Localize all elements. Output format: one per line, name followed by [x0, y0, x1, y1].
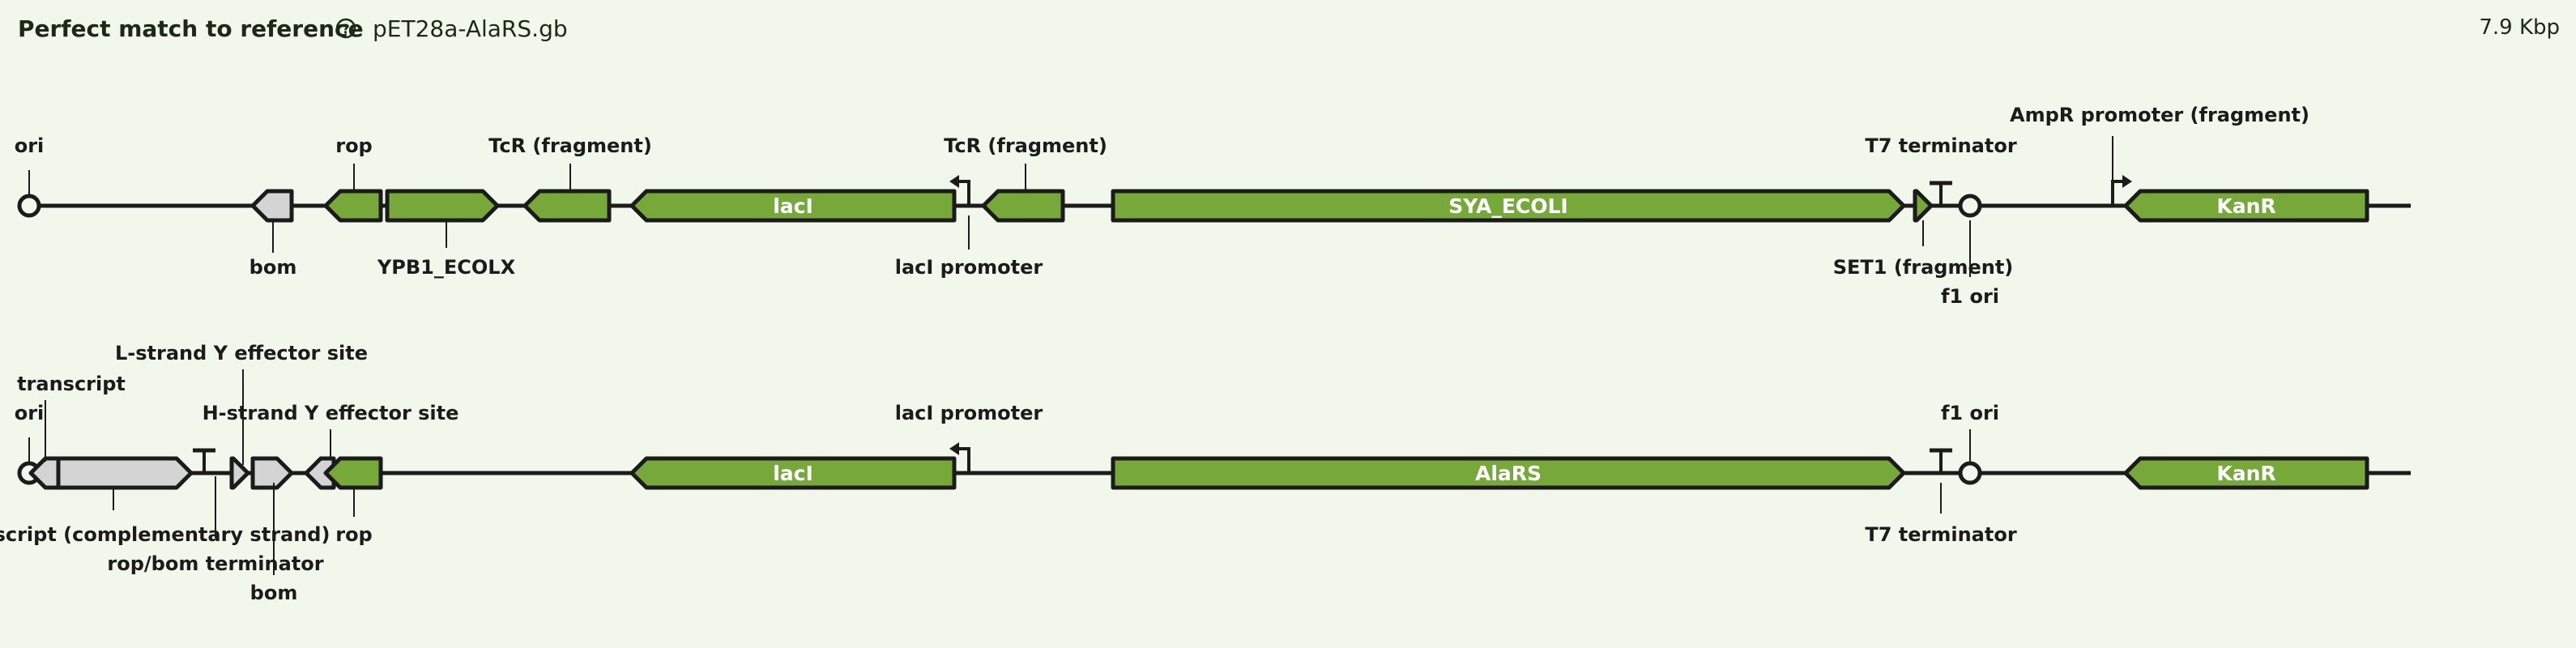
feature-ypb1-ecolx[interactable]: YPB1_ECOLX [377, 189, 516, 279]
feature-name: f1 ori [1941, 285, 1999, 308]
feature-name: YPB1_ECOLX [377, 256, 516, 279]
match-status-title: Perfect match to reference [18, 15, 364, 42]
feature-t7-terminator[interactable]: T7 terminator [1865, 448, 2017, 546]
feature-name: bom [249, 256, 297, 279]
file-name: pET28a-AlaRS.gb [373, 15, 568, 42]
feature-laci[interactable]: lacI [629, 456, 957, 490]
feature-f1-ori[interactable]: f1 ori [1941, 194, 1999, 308]
feature-name: lacI promoter [895, 402, 1043, 424]
feature-rop[interactable]: rop [323, 456, 383, 546]
feature-h-strand-y-effector-site[interactable]: H-strand Y effector site [203, 402, 459, 490]
feature-ori[interactable]: ori [15, 134, 45, 218]
sequence-length: 7.9 Kbp [2479, 15, 2560, 40]
feature-rop[interactable]: rop [323, 134, 383, 223]
feature-kanr[interactable]: KanR [2123, 456, 2369, 490]
feature-transcript[interactable]: transcript [17, 373, 126, 490]
feature-name: f1 ori [1941, 402, 1999, 424]
feature-label: SYA_ECOLI [1448, 194, 1567, 218]
feature-name: AmpR promoter (fragment) [2010, 104, 2309, 126]
feature-name: T7 terminator [1865, 523, 2016, 546]
feature-rop-bom-terminator[interactable]: rop/bom terminator [107, 448, 324, 575]
feature-name: lacI promoter [895, 256, 1043, 279]
feature-label: lacI [773, 194, 813, 218]
feature-name: ori [15, 402, 45, 424]
header-bar: Perfect match to reference ? pET28a-AlaR… [0, 0, 2576, 60]
feature-bom[interactable]: bom [249, 189, 297, 279]
feature-bom[interactable]: bom [250, 456, 298, 604]
feature-script-complementary-strand[interactable]: script (complementary strand) [0, 456, 330, 546]
feature-name: transcript [17, 373, 126, 395]
feature-name: rop [335, 523, 373, 546]
feature-tcr-fragment[interactable]: TcR (fragment) [488, 134, 652, 223]
feature-f1-ori[interactable]: f1 ori [1941, 402, 1999, 485]
feature-name: TcR (fragment) [488, 134, 652, 157]
feature-name: bom [250, 582, 298, 604]
feature-label: lacI [773, 462, 813, 485]
feature-ampr-promoter-fragment[interactable]: AmpR promoter (fragment) [2010, 104, 2309, 206]
feature-name: TcR (fragment) [944, 134, 1107, 157]
feature-name: ori [15, 134, 45, 157]
feature-name: rop/bom terminator [107, 552, 323, 575]
svg-text:?: ? [342, 21, 349, 36]
question-circle-icon[interactable]: ? [335, 18, 356, 39]
feature-label: AlaRS [1475, 462, 1542, 485]
feature-set1-fragment[interactable]: SET1 (fragment) [1833, 189, 2014, 279]
feature-name: SET1 (fragment) [1833, 256, 2014, 279]
feature-t7-terminator[interactable]: T7 terminator [1865, 134, 2017, 206]
feature-laci-promoter[interactable]: lacI promoter [895, 175, 1043, 279]
feature-name: L-strand Y effector site [115, 342, 368, 364]
feature-label: KanR [2216, 462, 2275, 485]
feature-alars[interactable]: AlaRS [1111, 456, 1906, 490]
feature-name: T7 terminator [1865, 134, 2016, 157]
feature-l-strand-y-effector-site[interactable]: L-strand Y effector site [115, 342, 368, 490]
feature-name: rop [335, 134, 373, 157]
feature-laci-promoter[interactable]: lacI promoter [895, 402, 1043, 473]
feature-tcr-fragment[interactable]: TcR (fragment) [944, 134, 1107, 223]
feature-kanr[interactable]: KanR [2123, 189, 2369, 223]
feature-label: KanR [2216, 194, 2275, 218]
feature-name: H-strand Y effector site [203, 402, 459, 424]
feature-name: script (complementary strand) [0, 523, 330, 546]
sequenced-track: ori transcript script (complementary stran… [0, 342, 2411, 604]
feature-laci[interactable]: lacI [629, 189, 957, 223]
feature-sya-ecoli[interactable]: SYA_ECOLI [1111, 189, 1906, 223]
